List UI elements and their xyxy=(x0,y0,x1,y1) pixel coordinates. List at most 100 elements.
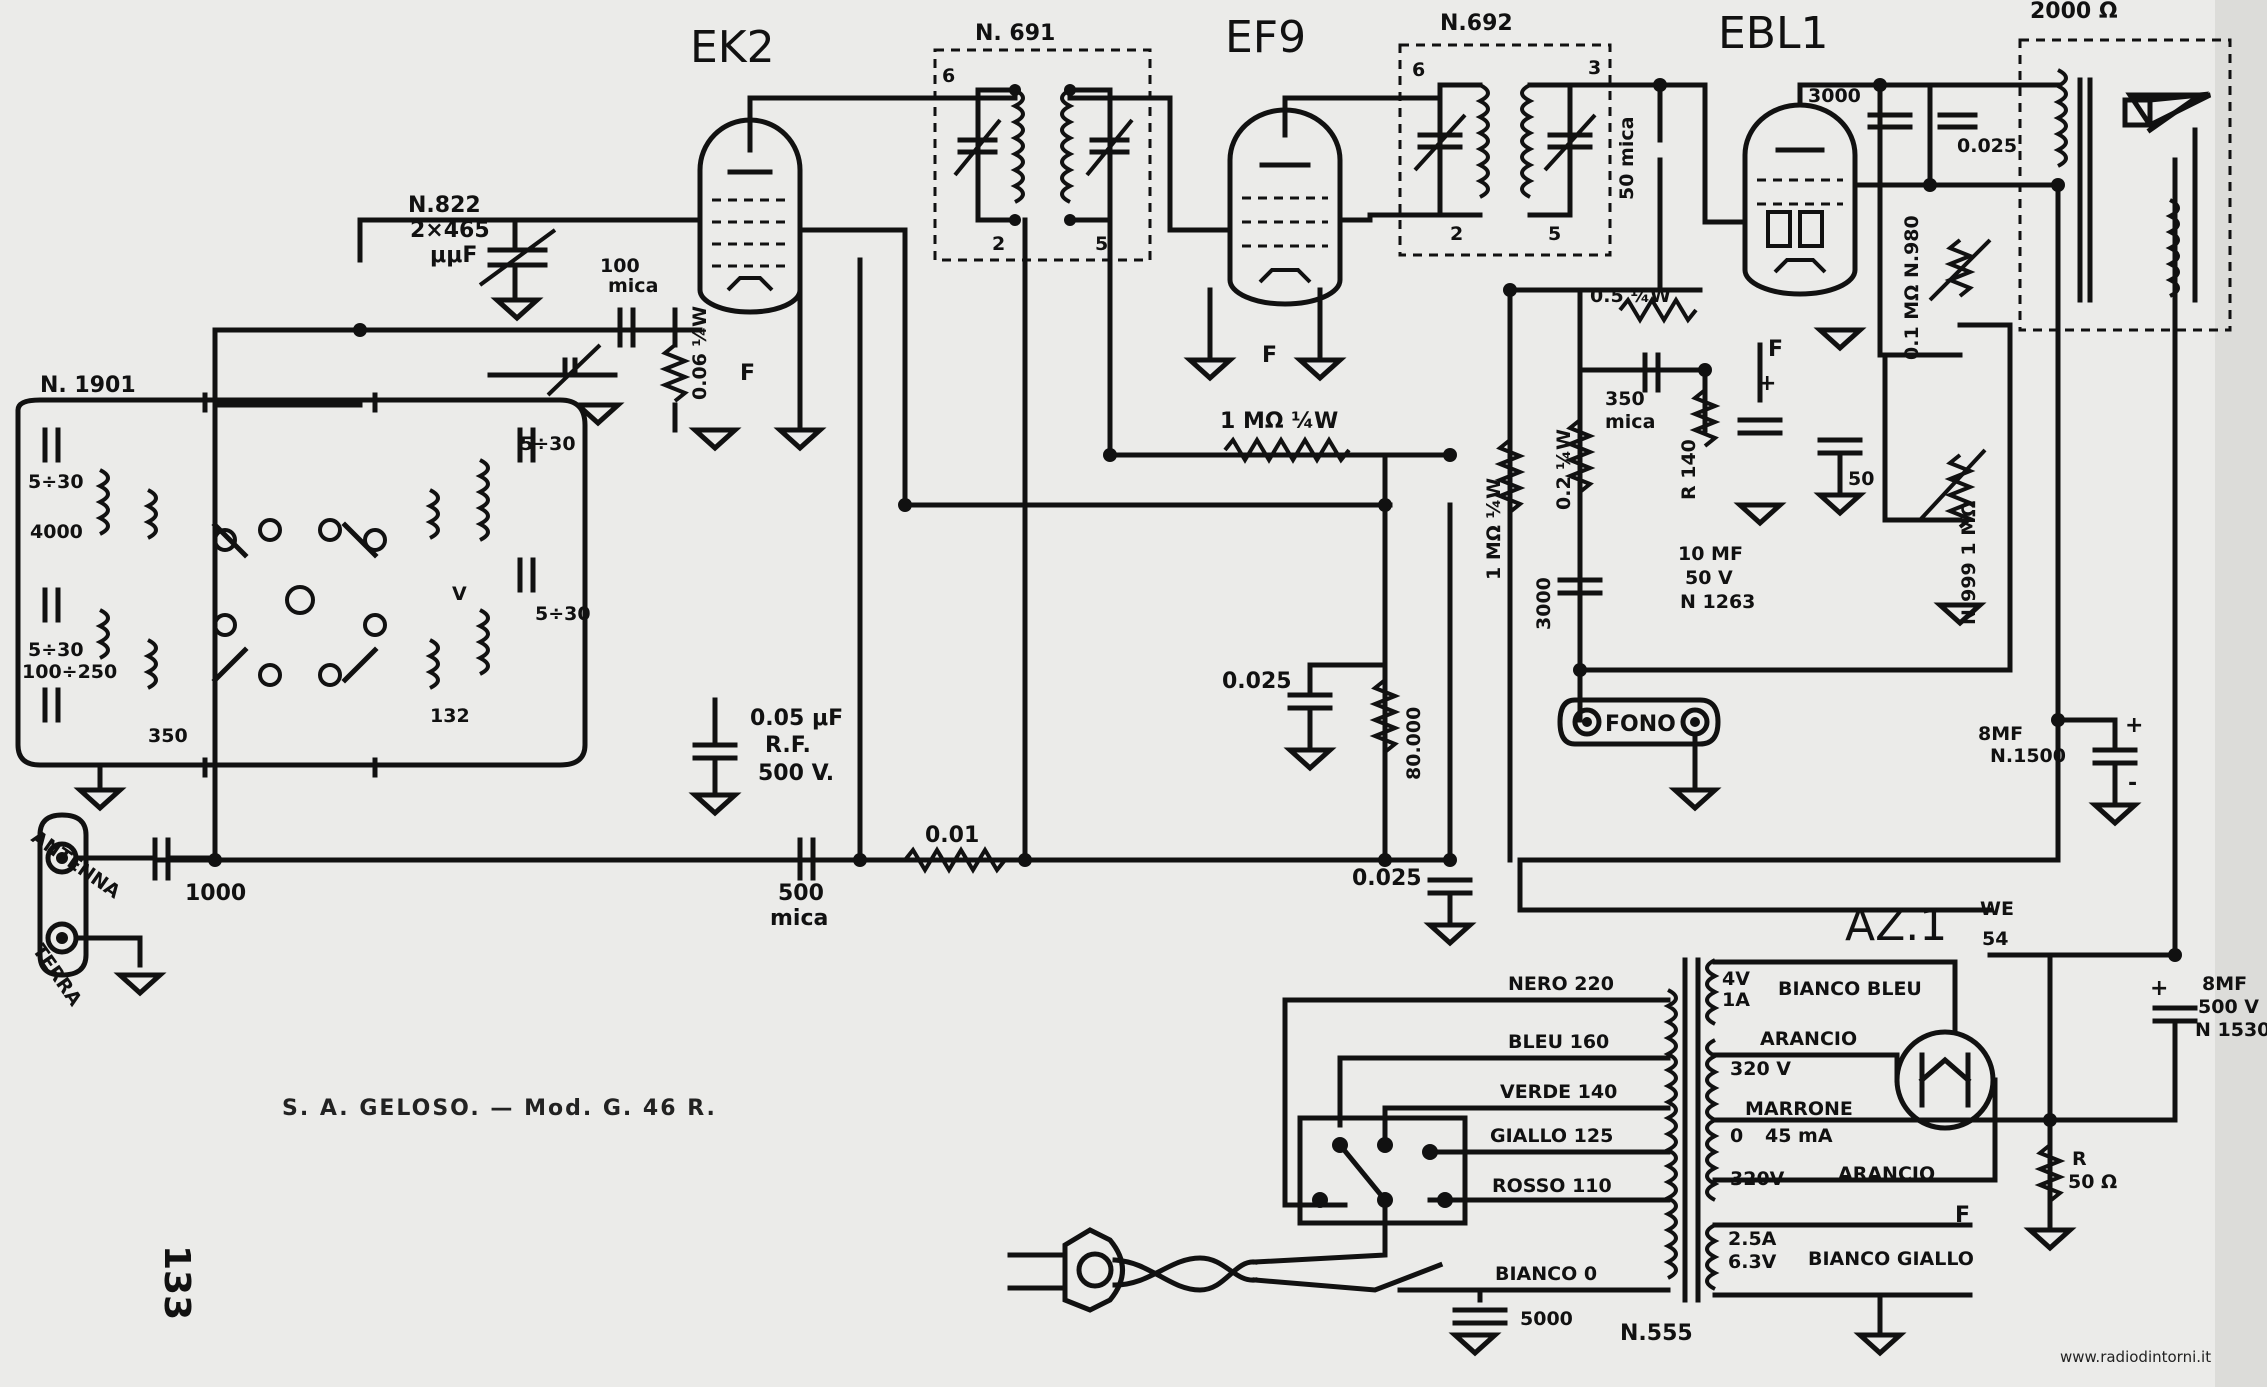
c4000-label: 4000 xyxy=(30,521,83,543)
c10mf-v-label: 50 V xyxy=(1685,567,1733,589)
mica-label-1: mica xyxy=(608,275,658,297)
pot2-label: 0.1 MΩ N.980 xyxy=(1901,215,1923,360)
r05-label: 0.5 ¼W xyxy=(1590,285,1671,307)
coil-unit-1901 xyxy=(15,392,588,778)
ground-symbols xyxy=(73,267,2142,1357)
c500-mica-label: mica xyxy=(770,906,828,931)
if1-pin-5: 5 xyxy=(1095,233,1108,255)
rf-label: R.F. xyxy=(765,733,811,758)
c132-label: 132 xyxy=(430,705,470,727)
az1-note-top: WE xyxy=(1980,898,2014,920)
sec-1a: 1A xyxy=(1722,989,1750,1011)
if2-label: N.692 xyxy=(1440,11,1513,36)
c1000-label: 1000 xyxy=(185,881,246,906)
tube-ebl1 xyxy=(1742,102,1858,297)
c10mf-n-label: N 1263 xyxy=(1680,591,1755,613)
if1-pin-2: 2 xyxy=(992,233,1005,255)
trim1-label: 5÷30 xyxy=(28,471,84,493)
coil-unit-label: N. 1901 xyxy=(40,373,136,398)
c3000b-label: 3000 xyxy=(1808,85,1861,107)
c50-label: 50 xyxy=(1848,468,1874,490)
v-mark: V xyxy=(452,583,467,605)
plus-mark-2: + xyxy=(2150,976,2168,1001)
caption: S. A. GELOSO. — Mod. G. 46 R. xyxy=(282,1096,717,1121)
speaker-icon xyxy=(2122,91,2212,134)
tube-ebl1-label: EBL1 xyxy=(1718,8,1829,59)
mica-label-2: mica xyxy=(1605,411,1655,433)
trim2-label: 5÷30 xyxy=(28,639,84,661)
sec-6-3v: 6.3V xyxy=(1728,1251,1777,1273)
minus-mark-1: - xyxy=(2128,771,2137,796)
sec-bianco-bleu: BIANCO BLEU xyxy=(1778,978,1922,1000)
mains-plug-icon xyxy=(1007,1227,1258,1313)
c8mf-a-n-label: N.1500 xyxy=(1990,745,2066,767)
phono-jack xyxy=(1557,697,1721,793)
az1-note-bottom: 54 xyxy=(1982,928,2008,950)
page-number: 133 xyxy=(156,1245,197,1320)
n822-label: N.822 xyxy=(408,193,481,218)
c350-label: 350 xyxy=(148,725,188,747)
c50mica-label: 50 mica xyxy=(1616,117,1638,200)
tap-bianco: BIANCO 0 xyxy=(1495,1263,1597,1285)
c100-250-label: 100÷250 xyxy=(22,661,117,683)
grid-components-ek2 xyxy=(617,307,691,433)
n822-unit: μμF xyxy=(430,243,477,268)
output-transformer-label: 2000 Ω xyxy=(2030,0,2118,24)
sec-arancio-1: ARANCIO xyxy=(1760,1028,1857,1050)
n822-value: 2×465 xyxy=(410,218,490,243)
sec-320v-1: 320 V xyxy=(1730,1058,1791,1080)
tap-bleu: BLEU 160 xyxy=(1508,1031,1609,1053)
antenna-terminal xyxy=(37,812,218,978)
plus-mark-3: + xyxy=(1758,371,1776,396)
sec-marrone: MARRONE xyxy=(1745,1098,1853,1120)
trim3-label: 5÷30 xyxy=(520,433,576,455)
pot1-label: N.999 1 MΩ xyxy=(1958,501,1980,625)
sec-zero: 0 xyxy=(1730,1125,1743,1147)
rf-bypass-capacitor xyxy=(692,697,738,793)
r1m-b-label: 1 MΩ ¼W xyxy=(1483,478,1505,580)
tube-ef9-label: EF9 xyxy=(1225,12,1306,63)
sec-4v: 4V xyxy=(1722,968,1750,990)
fono-label: FONO xyxy=(1605,712,1676,737)
r140-label: R 140 xyxy=(1678,439,1700,500)
mains-taps-wiring xyxy=(1252,997,1671,1326)
if1-pin-6: 6 xyxy=(942,65,955,87)
r80000-label: 80.000 xyxy=(1403,707,1425,780)
if-transformer-691 xyxy=(933,48,1152,262)
az1-label: AZ.1 xyxy=(1845,900,1947,951)
watermark: www.radiodintorni.it xyxy=(2060,1348,2211,1366)
rf-volt-label: 500 V. xyxy=(758,761,834,786)
if2-pin-3: 3 xyxy=(1588,57,1601,79)
sec-2-5a: 2.5A xyxy=(1728,1228,1777,1250)
tap-nero: NERO 220 xyxy=(1508,973,1614,995)
f-label-1: F xyxy=(740,361,755,386)
c8mf-b-n-label: N 1530 xyxy=(2195,1019,2267,1041)
c0025a-label: 0.025 xyxy=(1222,669,1292,694)
if1-label: N. 691 xyxy=(975,21,1055,46)
rf-cap-label: 0.05 μF xyxy=(750,706,843,731)
page-edge-shadow xyxy=(2215,0,2267,1387)
junction-dots xyxy=(208,78,2182,1127)
c350mica-label: 350 xyxy=(1605,388,1645,410)
c0025b-label: 0.025 xyxy=(1352,866,1422,891)
plus-mark-1: + xyxy=(2125,713,2143,738)
tube-ek2-label: EK2 xyxy=(690,22,775,73)
c8mf-a-label: 8MF xyxy=(1978,723,2023,745)
if2-pin-5: 5 xyxy=(1548,223,1561,245)
c5000-label: 5000 xyxy=(1520,1308,1573,1330)
c10mf-label: 10 MF xyxy=(1678,543,1743,565)
r02-label: 0.2 ¼W xyxy=(1553,429,1575,510)
f-label-2: F xyxy=(1262,343,1277,368)
c8mf-b-label: 8MF xyxy=(2202,973,2247,995)
sec-45ma: 45 mA xyxy=(1765,1125,1833,1147)
tube-ef9 xyxy=(1227,107,1343,307)
c8mf-b-v-label: 500 V xyxy=(2198,996,2259,1018)
if2-pin-6: 6 xyxy=(1412,59,1425,81)
tuning-capacitor-822 xyxy=(478,217,618,397)
r001-label: 0.01 xyxy=(925,823,979,848)
bottom-line-components xyxy=(797,436,1351,881)
tap-verde: VERDE 140 xyxy=(1500,1081,1617,1103)
